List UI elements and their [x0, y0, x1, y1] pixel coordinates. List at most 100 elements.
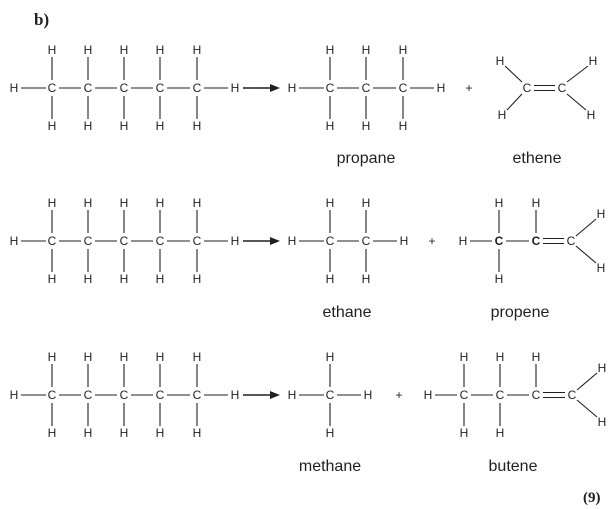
carbon-atom: C	[460, 388, 469, 402]
carbon-atom: C	[326, 81, 335, 95]
hydrogen-atom: H	[496, 350, 505, 364]
hydrogen-atom: H	[326, 43, 335, 57]
hydrogen-atom: H	[193, 43, 202, 57]
hydrogen-atom: H	[326, 119, 335, 133]
hydrogen-atom: H	[48, 119, 57, 133]
carbon-atom: C	[532, 388, 541, 402]
hydrogen-atom: H	[362, 43, 371, 57]
hydrogen-atom: H	[532, 350, 541, 364]
carbon-atom: C	[523, 81, 532, 95]
hydrogen-atom: H	[120, 426, 129, 440]
bond	[575, 218, 597, 237]
hydrogen-atom: H	[156, 119, 165, 133]
hydrogen-atom: H	[362, 196, 371, 210]
product-name: propane	[337, 150, 396, 167]
bond	[576, 399, 598, 418]
hydrogen-atom: H	[193, 119, 202, 133]
bond	[575, 245, 597, 264]
hydrogen-atom: H	[532, 196, 541, 210]
carbon-atom: C	[84, 388, 93, 402]
hydrogen-atom: H	[597, 261, 606, 275]
hydrogen-atom: H	[48, 426, 57, 440]
hydrogen-atom: H	[498, 108, 507, 122]
hydrogen-atom: H	[231, 234, 240, 248]
carbon-atom: C	[193, 388, 202, 402]
hydrogen-atom: H	[288, 388, 297, 402]
product-name: methane	[299, 458, 361, 475]
product-name: ethene	[513, 150, 562, 167]
hydrogen-atom: H	[587, 108, 596, 122]
hydrogen-atom: H	[156, 196, 165, 210]
hydrogen-atom: H	[460, 426, 469, 440]
carbon-atom: C	[568, 388, 577, 402]
carbon-atom: C	[48, 234, 57, 248]
reaction-arrow	[243, 391, 280, 399]
hydrogen-atom: H	[598, 361, 607, 375]
carbon-atom: C	[532, 234, 541, 248]
hydrogen-atom: H	[84, 119, 93, 133]
plus-sign: +	[465, 81, 472, 95]
hydrogen-atom: H	[288, 81, 297, 95]
hydrogen-atom: H	[156, 350, 165, 364]
hydrogen-atom: H	[120, 350, 129, 364]
hydrogen-atom: H	[399, 119, 408, 133]
hydrogen-atom: H	[362, 119, 371, 133]
bond	[566, 65, 589, 83]
hydrogen-atom: H	[84, 350, 93, 364]
product-name: butene	[489, 458, 538, 475]
hydrogen-atom: H	[362, 272, 371, 286]
carbon-atom: C	[48, 388, 57, 402]
hydrogen-atom: H	[10, 81, 19, 95]
carbon-atom: C	[84, 234, 93, 248]
hydrogen-atom: H	[120, 43, 129, 57]
hydrogen-atom: H	[193, 196, 202, 210]
hydrogen-atom: H	[460, 350, 469, 364]
carbon-atom: C	[156, 234, 165, 248]
hydrogen-atom: H	[48, 350, 57, 364]
hydrogen-atom: H	[84, 196, 93, 210]
reaction-arrow	[243, 84, 280, 92]
product-name: propene	[491, 304, 550, 321]
hydrogen-atom: H	[156, 43, 165, 57]
hydrogen-atom: H	[84, 43, 93, 57]
hydrogen-atom: H	[437, 81, 446, 95]
hydrogen-atom: H	[288, 234, 297, 248]
hydrogen-atom: H	[496, 426, 505, 440]
bond	[504, 65, 523, 83]
reaction-arrows	[243, 84, 280, 399]
hydrogen-atom: H	[156, 272, 165, 286]
plus-sign: +	[395, 388, 402, 402]
bond	[566, 93, 587, 111]
product-name: ethane	[323, 304, 372, 321]
hydrogen-atom: H	[120, 272, 129, 286]
bond	[506, 93, 523, 111]
hydrogen-atom: H	[400, 234, 409, 248]
hydrogen-atom: H	[326, 426, 335, 440]
carbon-atom: C	[362, 81, 371, 95]
carbon-atom: C	[362, 234, 371, 248]
carbon-atom: C	[326, 388, 335, 402]
carbon-atom: C	[120, 388, 129, 402]
hydrogen-atom: H	[231, 81, 240, 95]
hydrogen-atom: H	[598, 415, 607, 429]
hydrogen-atom: H	[326, 272, 335, 286]
hydrogen-atom: H	[84, 426, 93, 440]
hydrogen-atom: H	[597, 207, 606, 221]
hydrogen-atom: H	[495, 196, 504, 210]
carbon-atom: C	[193, 81, 202, 95]
hydrogen-atom: H	[48, 272, 57, 286]
carbon-atom: C	[558, 81, 567, 95]
hydrogen-atom: H	[399, 43, 408, 57]
hydrogen-atom: H	[496, 54, 505, 68]
hydrogen-atom: H	[459, 234, 468, 248]
hydrogen-atom: H	[120, 196, 129, 210]
marks: (9)	[583, 490, 601, 506]
reaction-arrow	[243, 237, 280, 245]
carbon-atom: C	[156, 388, 165, 402]
carbon-atom: C	[84, 81, 93, 95]
